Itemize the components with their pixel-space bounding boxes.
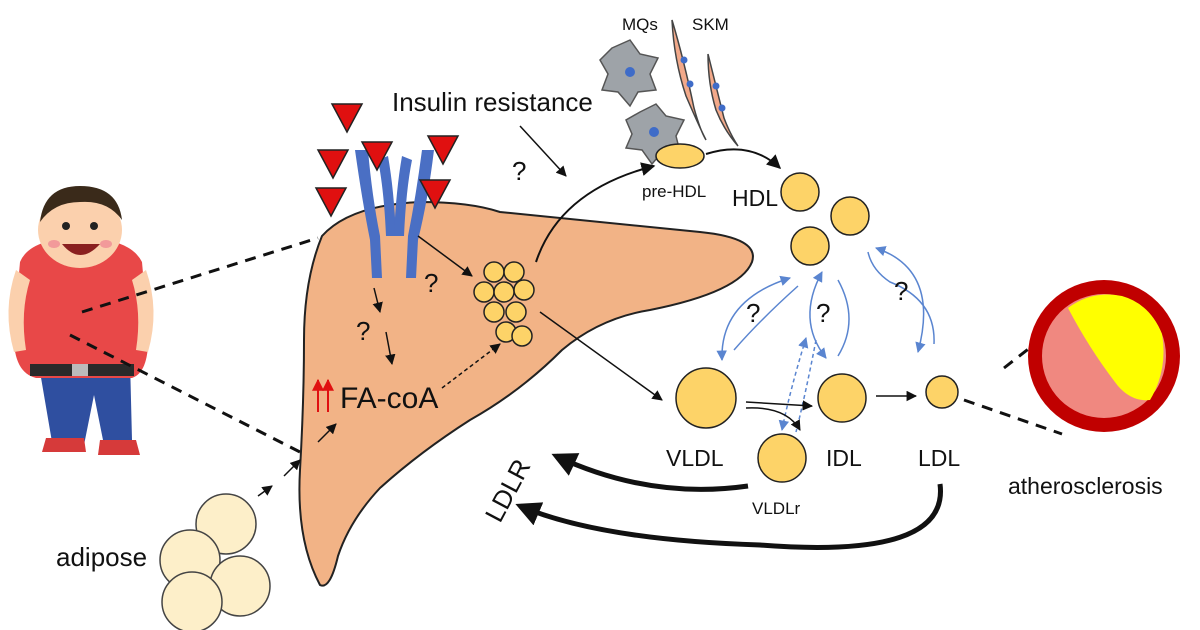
insulin-resistance-label: Insulin resistance (392, 87, 593, 117)
blue-dashed-hdl-vldlr-2 (795, 339, 817, 433)
question-idl-hdl: ? (816, 298, 830, 328)
arrow-receptor-to-facoa (372, 287, 383, 314)
muscle-nucleus-4 (718, 104, 726, 112)
vldlr-particle (757, 433, 807, 483)
ldl-particle (925, 375, 959, 409)
blue-loop-ldl-hdl-inner (867, 251, 935, 345)
adipose-label: adipose (56, 542, 147, 572)
arrow-facoa-to-droplets (441, 343, 501, 389)
blue-loop-vldl-hdl (716, 275, 792, 362)
blue-loop-idl-hdl-inner (837, 279, 850, 357)
mqs-label: MQs (622, 15, 658, 34)
question-insulin: ? (512, 156, 526, 186)
artery-cross-section-icon (1028, 280, 1180, 432)
vldl-particle (675, 367, 737, 429)
question-receptor-facoa: ? (356, 316, 370, 346)
pre-hdl-label: pre-HDL (642, 182, 706, 201)
arrow-vldl-to-idl (745, 400, 814, 411)
fa-coa-label: FA-coA (340, 382, 438, 415)
arrow-droplets-to-vldl (539, 311, 663, 401)
skm-label: SKM (692, 15, 729, 34)
arrow-adipose-1 (257, 485, 273, 497)
idl-label: IDL (826, 445, 862, 471)
arrow-vldlr-to-ldlr (551, 453, 749, 492)
macrophage-nucleus-1 (625, 67, 635, 77)
skeletal-muscle-icon (671, 19, 739, 147)
arrow-droplets-to-prehdl (535, 162, 656, 263)
question-ldl-hdl: ? (894, 276, 908, 306)
muscle-nucleus-1 (680, 56, 688, 64)
vldl-label: VLDL (666, 445, 724, 471)
arrow-insulin-resistance (519, 125, 567, 177)
question-vldl-hdl: ? (746, 298, 760, 328)
question-receptor-droplets: ? (424, 268, 438, 298)
arrow-prehdl-to-hdl (705, 148, 782, 169)
insulin-ligands (314, 103, 460, 218)
hdl-label: HDL (732, 185, 778, 211)
blue-loop-vldl-hdl-inner (733, 285, 799, 351)
adipocyte-icon (159, 493, 271, 630)
macrophage-nucleus-2 (649, 127, 659, 137)
idl-particle (817, 373, 867, 423)
arrow-to-facoa (385, 331, 396, 366)
vldlr-label: VLDLr (752, 499, 801, 518)
blue-loop-idl-hdl (809, 271, 827, 359)
lipid-droplet-cluster (473, 261, 535, 347)
muscle-nucleus-2 (686, 80, 694, 88)
atherosclerosis-label: atherosclerosis (1008, 473, 1163, 499)
arrow-adipose-2 (283, 459, 301, 477)
obese-person-icon (8, 186, 154, 455)
dashed-connector-top (81, 236, 319, 314)
blue-dashed-hdl-vldlr (778, 336, 809, 432)
hdl-particle-1 (780, 172, 820, 212)
blue-loop-ldl-hdl (875, 246, 926, 354)
hdl-particle-3 (790, 226, 830, 266)
arrow-ldl-to-ldlr (515, 483, 943, 550)
arrow-vldl-to-vldlr (745, 407, 801, 431)
hdl-particle-2 (830, 196, 870, 236)
dashed-connector-artery-bottom (963, 398, 1063, 436)
ldlr-label: LDLR (479, 454, 537, 527)
dashed-connector-bottom (69, 333, 301, 454)
arrow-adipose-to-facoa (317, 423, 337, 443)
pre-hdl-particle (655, 143, 705, 169)
ldl-label: LDL (918, 445, 960, 471)
arrow-receptor-to-droplets (417, 235, 473, 277)
muscle-nucleus-3 (712, 82, 720, 90)
